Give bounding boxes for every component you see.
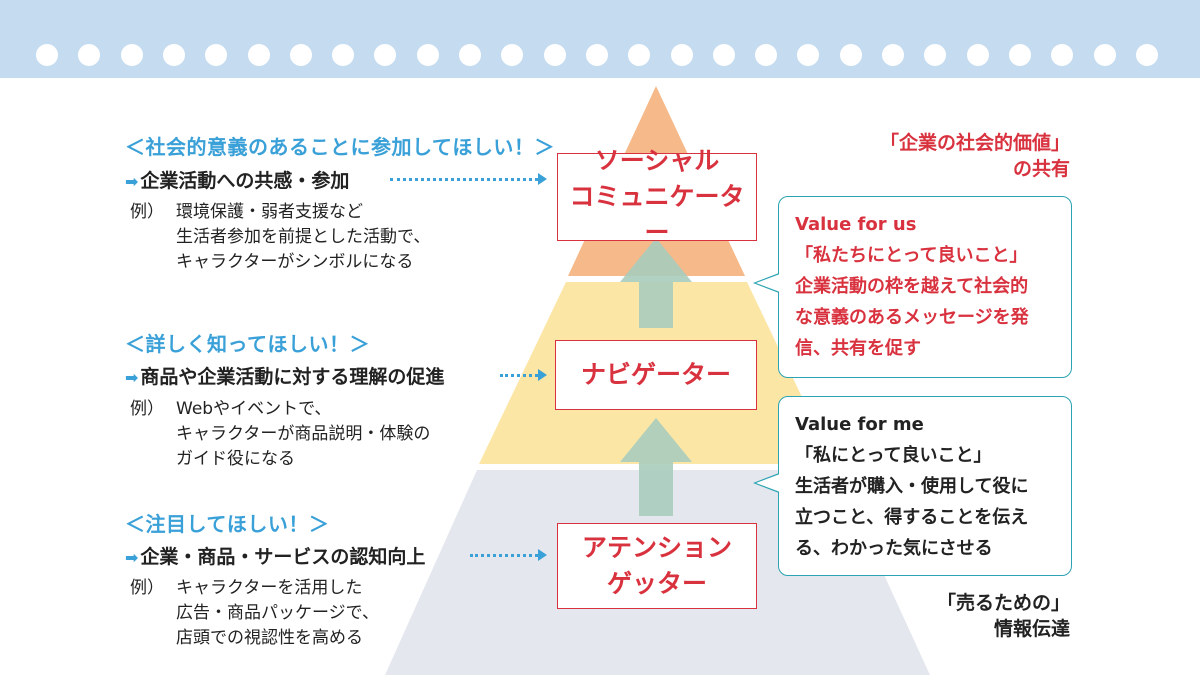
example-line: 環境保護・弱者支援など [176, 202, 363, 222]
example-line: Webやイベントで、 [176, 399, 332, 419]
punch-hole [882, 44, 904, 66]
tier-heading-navigator: ＜詳しく知ってほしい！＞ [125, 332, 370, 356]
tier-point-text: 企業・商品・サービスの認知向上 [140, 546, 426, 568]
punch-hole [1135, 44, 1158, 66]
side-note-line: の共有 [1012, 158, 1070, 180]
punch-hole [839, 44, 862, 66]
right-arrow-icon: ➡ [125, 172, 139, 191]
right-arrow-icon: ➡ [125, 548, 139, 567]
punch-hole [712, 44, 735, 66]
callout-line: 立つこと、得することを伝え [795, 507, 1029, 528]
stage-label: コミュニケーター [569, 182, 745, 247]
example-line: ガイド役になる [176, 449, 295, 469]
callout-line: 生活者が購入・使用して役に [795, 476, 1029, 497]
punch-hole [120, 44, 143, 66]
stage-box-navigator: ナビゲーター [555, 340, 757, 410]
punch-hole [416, 44, 439, 66]
right-arrow-icon: ➡ [125, 368, 139, 387]
example-line: キャラクターが商品説明・体験の [176, 424, 431, 444]
example-line: キャラクターを活用した [176, 578, 363, 598]
tier-example-navigator: 例） Webやイベントで、 キャラクターが商品説明・体験の ガイド役になる [130, 397, 430, 472]
callout-line: Value for us [795, 214, 917, 235]
callout-tail [756, 274, 780, 292]
example-line: 広告・商品パッケージで、 [176, 603, 379, 623]
example-line: 店頭での視認性を高める [176, 628, 363, 648]
tier-example-attention: 例） キャラクターを活用した 広告・商品パッケージで、 店頭での視認性を高める [130, 576, 379, 651]
stage-box-attention-getter: アテンション ゲッター [557, 523, 757, 609]
punch-hole [459, 44, 481, 66]
punch-hole [162, 44, 185, 66]
punch-hole [585, 44, 608, 66]
punch-hole [247, 44, 270, 66]
stage-label: ゲッター [606, 569, 707, 598]
callout-line: な意義のあるメッセージを発 [795, 307, 1029, 328]
punch-hole [1093, 44, 1116, 66]
side-note-social-value: 「企業の社会的価値」 の共有 [880, 130, 1070, 182]
side-note-line: 情報伝達 [993, 618, 1070, 640]
callout-value-for-me: Value for me 「私にとって良いこと」 生活者が購入・使用して役に 立… [753, 396, 1072, 576]
tier-heading-attention: ＜注目してほしい！＞ [125, 512, 330, 536]
dotted-connector-arrow [500, 369, 547, 381]
callout-line: Value for me [795, 414, 924, 435]
punch-hole [1008, 44, 1031, 66]
punch-hole [289, 44, 312, 66]
callout-line: 信、共有を促す [795, 338, 921, 359]
punch-hole [205, 44, 228, 66]
example-line: キャラクターがシンボルになる [176, 252, 414, 272]
stage-label: アテンション [581, 533, 732, 562]
callout-line: る、わかった気にさせる [795, 538, 993, 559]
side-note-line: 「企業の社会的価値」 [879, 132, 1070, 154]
tier-point-text: 商品や企業活動に対する理解の促進 [140, 366, 445, 388]
example-label: 例） [130, 399, 164, 419]
tier-point-attention: ➡企業・商品・サービスの認知向上 [125, 542, 425, 569]
tier-point-navigator: ➡商品や企業活動に対する理解の促進 [125, 362, 444, 389]
punch-hole [78, 44, 101, 66]
example-label: 例） [130, 202, 164, 222]
side-note-sales-info: 「売るための」 情報伝達 [937, 590, 1070, 642]
punch-hole [628, 44, 651, 66]
punch-hole [670, 44, 693, 66]
callout-line: 「私にとって良いこと」 [795, 445, 992, 466]
example-label: 例） [130, 578, 164, 598]
tier-heading-social: ＜社会的意義のあることに参加してほしい！＞ [125, 135, 555, 159]
stage-label: ソーシャル [594, 146, 720, 175]
callout-value-for-us: Value for us 「私たちにとって良いこと」 企業活動の枠を越えて社会的… [753, 196, 1072, 378]
callout-tail [756, 474, 780, 492]
punch-hole [332, 44, 355, 66]
example-line: 生活者参加を前提とした活動で、 [176, 227, 431, 247]
tier-point-social: ➡企業活動への共感・参加 [125, 166, 349, 193]
dotted-connector-arrow [390, 173, 547, 185]
stage-label: ナビゲーター [580, 360, 731, 389]
punch-hole [1051, 44, 1074, 66]
punch-hole [924, 44, 947, 66]
callout-line: 企業活動の枠を越えて社会的 [795, 276, 1029, 297]
callout-line: 「私たちにとって良いこと」 [795, 245, 1028, 266]
side-note-line: 「売るための」 [936, 592, 1070, 614]
stage-box-social-communicator: ソーシャル コミュニケーター [557, 146, 757, 247]
dotted-connector-arrow [470, 549, 547, 561]
up-arrow-upper [620, 238, 692, 328]
punch-hole [755, 44, 778, 66]
punch-hole [36, 44, 58, 66]
punch-hole [501, 44, 524, 66]
up-arrow-lower [620, 418, 692, 516]
punch-hole [966, 44, 989, 66]
tier-point-text: 企業活動への共感・参加 [140, 170, 350, 192]
punch-hole [543, 44, 566, 66]
tier-example-social: 例） 環境保護・弱者支援など 生活者参加を前提とした活動で、 キャラクターがシンボ… [130, 200, 430, 275]
punch-hole [797, 44, 820, 66]
punch-hole [374, 44, 397, 66]
